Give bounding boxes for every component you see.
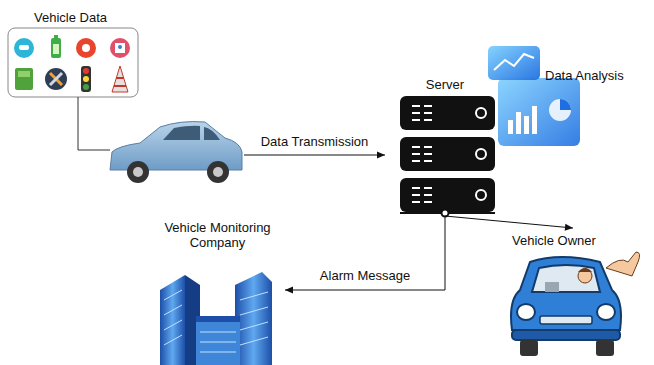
- node-label: Vehicle Monitoring Company: [152, 220, 283, 250]
- edge-label: Alarm Message: [318, 268, 412, 283]
- connector-arrow: [244, 152, 385, 159]
- connector-arrow: [285, 216, 445, 294]
- analysis-node: Data Analysis: [478, 40, 650, 152]
- server-illustration: [400, 96, 495, 217]
- company-node: Vehicle Monitoring Company: [150, 218, 285, 365]
- building-illustration: [160, 272, 272, 365]
- node-label: Vehicle Owner: [512, 233, 596, 248]
- owner-illustration: [511, 252, 640, 356]
- server-node: Server: [385, 74, 505, 216]
- connector-arrow: [445, 216, 573, 231]
- edge-label: Data Transmission: [259, 134, 371, 149]
- analysis-illustration: [488, 46, 580, 146]
- car-illustration: [110, 122, 242, 183]
- leader-line: [78, 97, 110, 150]
- icon-box: [8, 28, 138, 97]
- node-label: Server: [387, 77, 503, 92]
- owner-node: Vehicle Owner: [495, 228, 651, 363]
- node-label: Data Analysis: [545, 68, 624, 83]
- vehicle-data-group: Vehicle Data: [6, 4, 244, 190]
- group-heading: Vehicle Data: [34, 10, 107, 25]
